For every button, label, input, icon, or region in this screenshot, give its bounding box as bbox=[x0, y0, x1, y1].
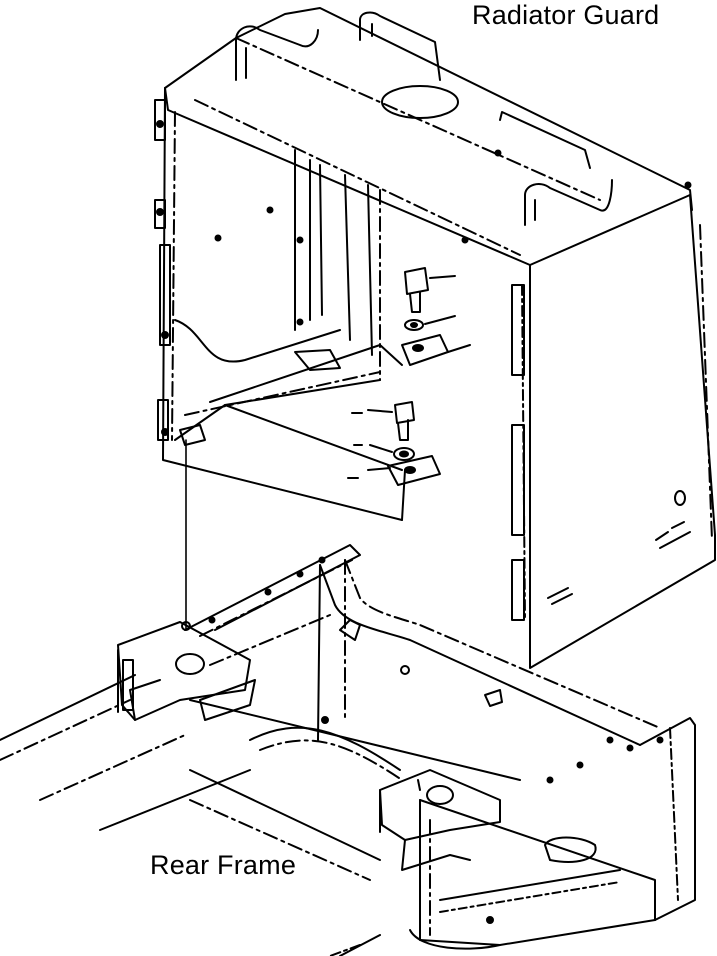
lower-bolt bbox=[351, 401, 415, 441]
left-mount-boss bbox=[117, 621, 256, 721]
radiator-guard bbox=[154, 7, 716, 669]
upper-washer bbox=[404, 315, 456, 331]
radiator-guard-label: Radiator Guard bbox=[472, 0, 660, 30]
upper-bolt bbox=[404, 267, 456, 313]
rear-frame-label: Rear Frame bbox=[150, 850, 297, 880]
upper-bracket bbox=[401, 334, 471, 366]
rear-frame bbox=[0, 544, 696, 956]
lower-washer bbox=[353, 444, 415, 461]
right-mount-boss bbox=[379, 769, 501, 871]
lower-bracket bbox=[347, 455, 441, 486]
